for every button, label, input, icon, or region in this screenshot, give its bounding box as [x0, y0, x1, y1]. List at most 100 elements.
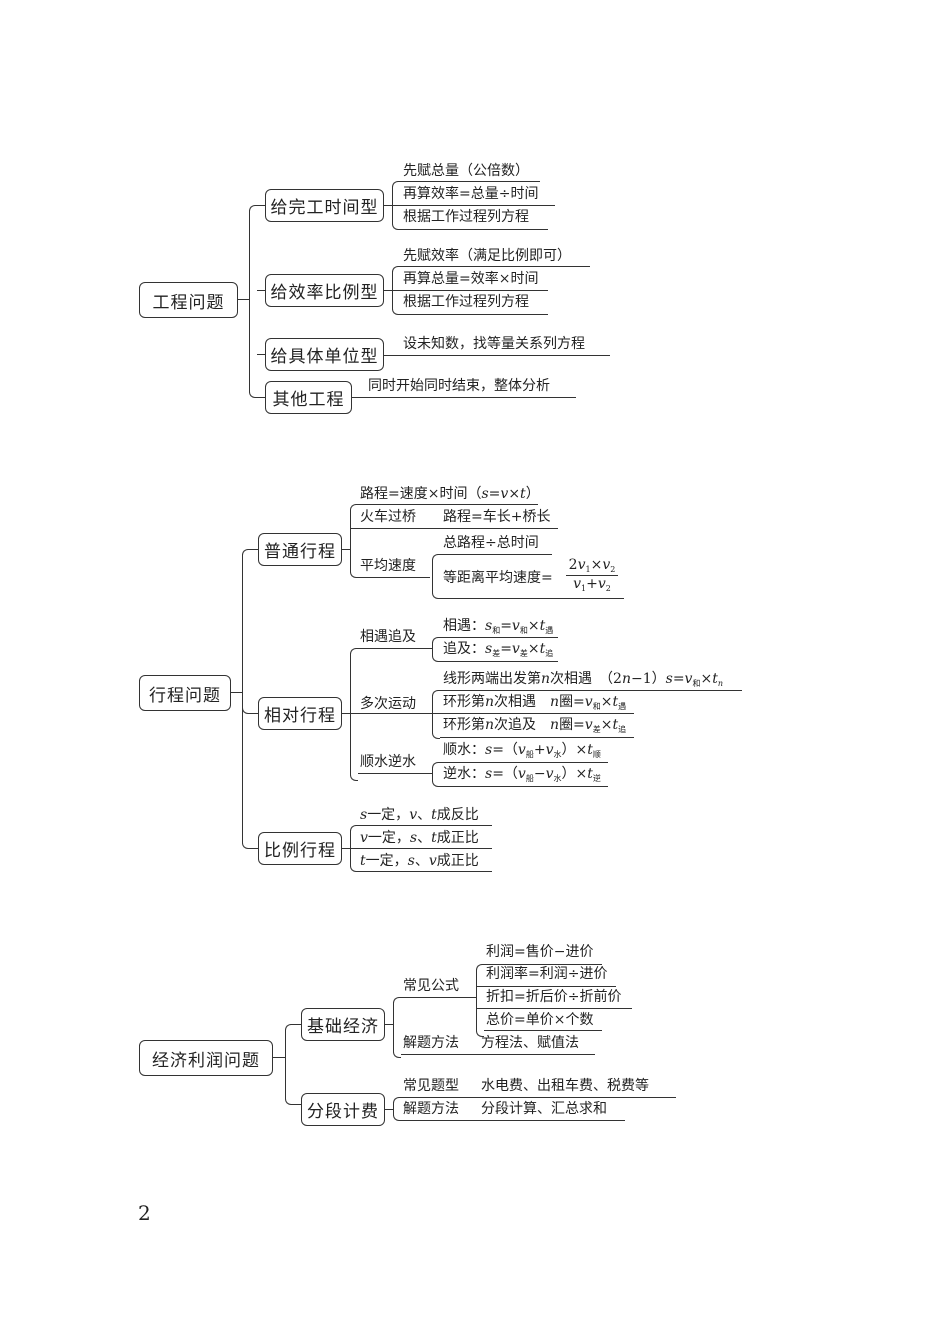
- tiered-method-text: 分段计算、汇总求和: [481, 1101, 607, 1117]
- leaf-formula: 路程=速度×时间（s=v×t）路程=速度×时间（s=v×t）: [360, 486, 540, 502]
- connector: [350, 773, 358, 781]
- connector: [476, 971, 477, 1030]
- ratio-t-constant: t一定，s、v成正比t一定，s、v成正比: [360, 853, 479, 869]
- connector: [257, 290, 265, 291]
- meet-chase-label: 相遇追及: [360, 629, 416, 645]
- formula-discount: 折扣=折后价÷折前价: [486, 989, 622, 1005]
- underline: [401, 1120, 625, 1121]
- connector: [249, 212, 250, 390]
- connector: [250, 713, 258, 714]
- solving-method-text: 方程法、赋值法: [481, 1035, 579, 1051]
- connector: [392, 266, 400, 274]
- underline: [400, 229, 548, 230]
- branch-node-other-engineering: 其他工程: [265, 381, 352, 414]
- branch-node-completion-time: 给完工时间型: [265, 189, 384, 222]
- connector: [342, 713, 432, 714]
- connector: [432, 697, 433, 731]
- underline: [440, 637, 558, 638]
- connector: [432, 779, 440, 787]
- train-bridge-label: 火车过桥: [360, 509, 416, 525]
- formula-profit: 利润=售价−进价: [486, 944, 594, 960]
- connector: [384, 290, 392, 291]
- underline: [358, 825, 492, 826]
- connector: [342, 549, 350, 550]
- connector: [242, 556, 243, 841]
- underline: [440, 737, 634, 738]
- connector: [273, 1057, 285, 1058]
- fraction-average-speed: 2v1×v2 v1+v2: [566, 557, 618, 593]
- leaf-text: 等距离平均速度=: [443, 570, 553, 586]
- underline: [352, 397, 576, 398]
- connector: [238, 299, 249, 300]
- underline: [476, 1008, 632, 1009]
- connector: [432, 768, 433, 780]
- leaf-text: 先赋效率（满足比例即可）: [403, 248, 571, 264]
- underline: [400, 181, 540, 182]
- connector: [350, 825, 358, 833]
- underline: [392, 290, 548, 291]
- underline: [440, 690, 742, 691]
- connector: [392, 307, 400, 315]
- leaf-text: 再算总量=效率×时间: [403, 271, 539, 287]
- connector: [257, 354, 265, 355]
- connector: [393, 997, 401, 1005]
- underline: [401, 1054, 595, 1055]
- underline: [440, 661, 558, 662]
- common-types-text: 水电费、出租车费、税费等: [481, 1078, 649, 1094]
- underline: [392, 205, 555, 206]
- root-node-travel: 行程问题: [139, 675, 231, 711]
- leaf-text: 设未知数，找等量关系列方程: [403, 336, 585, 352]
- train-bridge-formula: 路程=车长+桥长: [443, 509, 551, 525]
- underline: [358, 577, 430, 578]
- underline: [342, 848, 492, 849]
- connector: [393, 1103, 394, 1114]
- connector: [257, 397, 265, 398]
- connector: [350, 648, 358, 656]
- underline: [432, 713, 634, 714]
- leaf-text: 同时开始同时结束，整体分析: [368, 378, 550, 394]
- connector: [384, 205, 392, 206]
- connector: [432, 643, 433, 655]
- underline: [401, 1097, 676, 1098]
- branch-node-relative-travel: 相对行程: [258, 697, 342, 730]
- connector: [242, 549, 250, 557]
- connector: [432, 690, 440, 698]
- connector: [432, 637, 440, 645]
- branch-node-specific-unit: 给具体单位型: [265, 338, 384, 371]
- underline: [484, 1030, 602, 1031]
- underline: [400, 266, 590, 267]
- branch-node-basic-economics: 基础经济: [301, 1008, 385, 1041]
- connector: [242, 706, 250, 714]
- linear-meet-formula: 线形两端出发第n次相遇 （2n−1）s=v和×tn线形两端出发第n次相遇 （2n…: [443, 671, 723, 688]
- connector: [432, 591, 440, 599]
- meet-formula: 相遇：s和=v和×t遇相遇：s和=v和×t遇: [443, 618, 554, 635]
- circular-chase-formula: 环形第n次追及 n圈=v差×t追环形第n次追及 n圈=v差×t追: [443, 717, 627, 734]
- ratio-v-constant: v一定，s、t成正比v一定，s、t成正比: [360, 830, 479, 846]
- connector: [350, 864, 358, 872]
- connector: [285, 1097, 293, 1105]
- underline: [384, 355, 610, 356]
- average-speed-label: 平均速度: [360, 558, 416, 574]
- underline: [440, 598, 624, 599]
- underline: [476, 986, 616, 987]
- branch-node-efficiency-ratio: 给效率比例型: [265, 274, 384, 307]
- connector: [393, 1004, 394, 1050]
- formula-profit-rate: 利润率=利润÷进价: [486, 966, 608, 982]
- connector: [476, 964, 484, 972]
- underline: [440, 786, 608, 787]
- leaf-text: 总路程÷总时间: [443, 535, 539, 551]
- root-node-engineering: 工程问题: [139, 282, 238, 318]
- connector: [358, 773, 432, 774]
- branch-node-tiered-billing: 分段计费: [301, 1093, 385, 1126]
- connector: [250, 549, 258, 550]
- ratio-s-constant: s一定，v、t成反比s一定，v、t成反比: [360, 807, 479, 823]
- leaf-text: 再算效率=总量÷时间: [403, 186, 539, 202]
- connector: [432, 561, 433, 591]
- connector: [285, 1031, 286, 1097]
- underline: [358, 504, 538, 505]
- circular-meet-formula: 环形第n次相遇 n圈=v和×t遇环形第n次相遇 n圈=v和×t遇: [443, 694, 627, 711]
- underline: [440, 554, 552, 555]
- connector: [350, 570, 358, 578]
- branch-node-ratio-travel: 比例行程: [258, 832, 342, 865]
- connector: [242, 841, 250, 849]
